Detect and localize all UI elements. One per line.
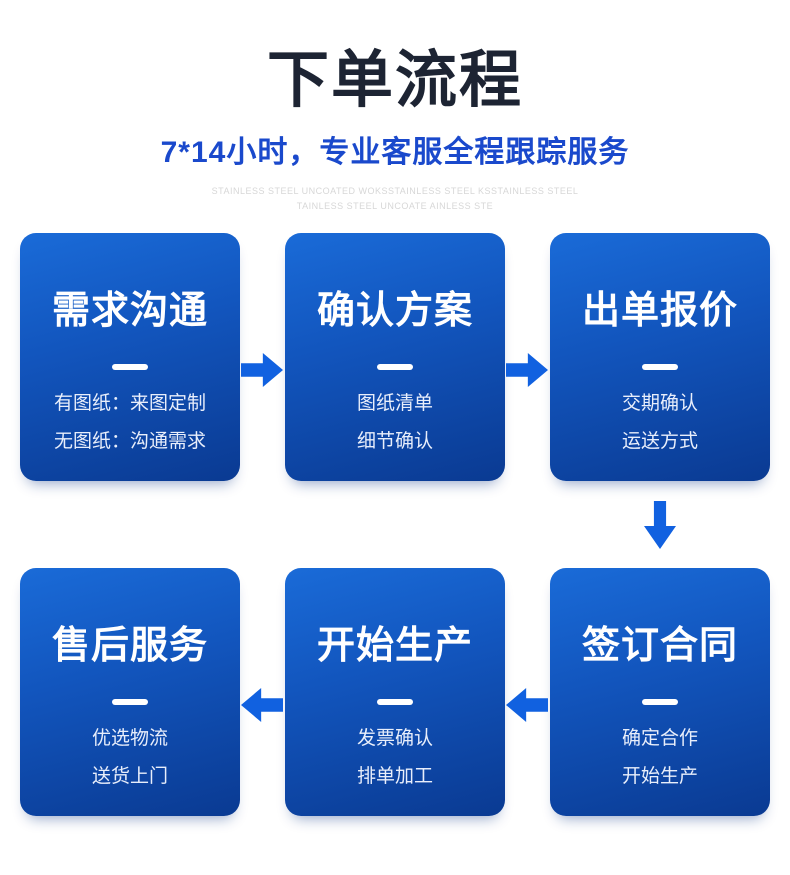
step-detail: 无图纸：沟通需求 bbox=[53, 431, 206, 452]
dash-divider bbox=[112, 699, 148, 705]
step-detail: 细节确认 bbox=[356, 431, 433, 452]
step-detail: 确定合作 bbox=[621, 728, 698, 749]
step-card-start-production: 开始生产 发票确认 排单加工 bbox=[285, 568, 505, 816]
dash-divider bbox=[377, 699, 413, 705]
step-card-after-sales: 售后服务 优选物流 送货上门 bbox=[20, 568, 240, 816]
step-title: 出单报价 bbox=[581, 290, 738, 332]
watermark-line-2: TAINLESS STEEL UNCOATE AINLESS STE bbox=[296, 201, 494, 211]
step-title: 需求沟通 bbox=[51, 290, 208, 332]
step-title: 签订合同 bbox=[581, 625, 738, 667]
dash-divider bbox=[642, 699, 678, 705]
step-detail: 优选物流 bbox=[91, 728, 168, 749]
step-card-requirements: 需求沟通 有图纸：来图定制 无图纸：沟通需求 bbox=[20, 233, 240, 481]
step-detail: 送货上门 bbox=[91, 766, 168, 787]
step-card-sign-contract: 签订合同 确定合作 开始生产 bbox=[550, 568, 770, 816]
step-card-quotation: 出单报价 交期确认 运送方式 bbox=[550, 233, 770, 481]
flow-diagram: 需求沟通 有图纸：来图定制 无图纸：沟通需求 确认方案 图纸清单 细节确认 出单… bbox=[0, 233, 790, 816]
watermark-text: STAINLESS STEEL UNCOATED WOKSSTAINLESS S… bbox=[0, 184, 790, 214]
step-detail: 有图纸：来图定制 bbox=[53, 393, 206, 414]
dash-divider bbox=[642, 364, 678, 370]
page-subtitle: 7*14小时，专业客服全程跟踪服务 bbox=[160, 136, 630, 169]
step-title: 售后服务 bbox=[51, 625, 208, 667]
arrow-down-icon bbox=[644, 501, 676, 549]
dash-divider bbox=[377, 364, 413, 370]
step-detail: 交期确认 bbox=[621, 393, 698, 414]
watermark-line-1: STAINLESS STEEL UNCOATED WOKSSTAINLESS S… bbox=[211, 186, 579, 196]
step-card-confirm-plan: 确认方案 图纸清单 细节确认 bbox=[285, 233, 505, 481]
step-detail: 图纸清单 bbox=[356, 393, 433, 414]
arrow-right-icon bbox=[506, 353, 548, 387]
flow-row-top: 需求沟通 有图纸：来图定制 无图纸：沟通需求 确认方案 图纸清单 细节确认 出单… bbox=[0, 233, 790, 481]
row-connector bbox=[0, 481, 790, 568]
flow-row-bottom: 售后服务 优选物流 送货上门 开始生产 发票确认 排单加工 签订合同 确定合作 … bbox=[0, 568, 790, 816]
arrow-right-icon bbox=[241, 353, 283, 387]
step-detail: 发票确认 bbox=[356, 728, 433, 749]
step-title: 确认方案 bbox=[316, 290, 473, 332]
arrow-left-icon bbox=[506, 688, 548, 722]
arrow-left-icon bbox=[241, 688, 283, 722]
dash-divider bbox=[112, 364, 148, 370]
page-title: 下单流程 bbox=[266, 46, 523, 115]
step-title: 开始生产 bbox=[316, 625, 473, 667]
step-detail: 开始生产 bbox=[621, 766, 698, 787]
step-detail: 运送方式 bbox=[621, 431, 698, 452]
header: 下单流程 7*14小时，专业客服全程跟踪服务 STAINLESS STEEL U… bbox=[0, 0, 790, 214]
step-detail: 排单加工 bbox=[356, 766, 433, 787]
